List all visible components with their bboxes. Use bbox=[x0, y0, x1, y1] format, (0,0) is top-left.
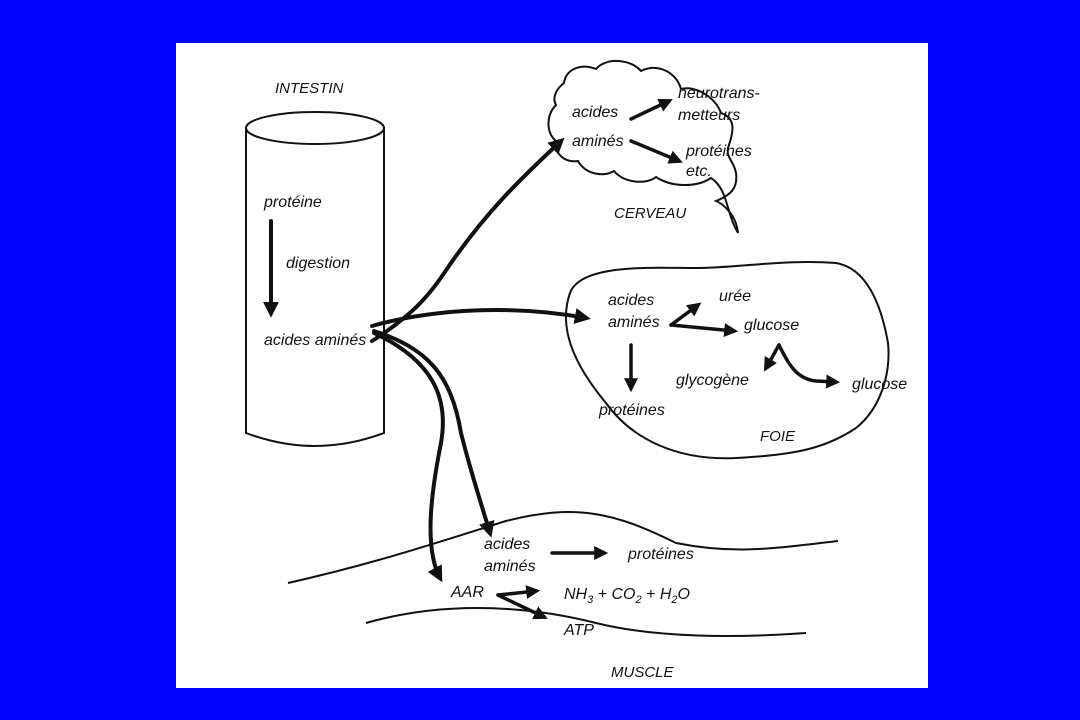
liver-glucose-out-label: glucose bbox=[852, 376, 907, 393]
liver-amino-acids-line1: acides bbox=[608, 292, 654, 309]
intestine-title: INTESTIN bbox=[275, 80, 344, 97]
liver-to-glucose-arrow bbox=[669, 323, 739, 338]
brain-neurotransmitters-line1: neurotrans- bbox=[678, 85, 760, 102]
intestine-to-muscle-amino-arrow bbox=[372, 329, 495, 538]
muscle-amino-acids-line1: acides bbox=[484, 536, 530, 553]
aar-to-products-arrow bbox=[496, 585, 541, 599]
brain-title: CERVEAU bbox=[614, 205, 686, 222]
brain-proteins-line2: etc. bbox=[686, 163, 712, 180]
muscle-amino-acids-line2: aminés bbox=[484, 558, 536, 575]
intestine-to-liver-arrow bbox=[370, 308, 591, 328]
brain-group: acides aminés neurotrans- metteurs proté… bbox=[547, 60, 760, 234]
brain-amino-acids-line2: aminés bbox=[572, 133, 624, 150]
liver-proteins-label: protéines bbox=[598, 402, 665, 419]
muscle-title: MUSCLE bbox=[611, 664, 675, 681]
muscle-lower-outline bbox=[365, 607, 807, 637]
brain-outline bbox=[547, 60, 739, 234]
glucose-export-arrow bbox=[777, 343, 841, 389]
aar-to-atp-arrow bbox=[496, 593, 548, 620]
brain-to-proteins-arrow bbox=[629, 139, 683, 164]
intestine-protein-label: protéine bbox=[263, 194, 322, 211]
liver-glycogen-label: glycogène bbox=[676, 372, 749, 389]
liver-to-urea-arrow bbox=[669, 302, 702, 327]
intestine-group: INTESTIN protéine digestion acides aminé… bbox=[245, 80, 385, 447]
muscle-proteins-label: protéines bbox=[627, 546, 694, 563]
intestine-to-muscle-aar-arrow bbox=[372, 331, 445, 583]
intestine-cylinder-top bbox=[245, 111, 385, 145]
brain-amino-acids-line1: acides bbox=[572, 104, 618, 121]
brain-to-neurotransmitters-arrow bbox=[629, 98, 673, 121]
brain-proteins-line1: protéines bbox=[685, 143, 752, 160]
liver-outline bbox=[565, 260, 890, 460]
muscle-atp-label: ATP bbox=[563, 622, 594, 639]
muscle-products-formula: NH3 + CO2 + H2O bbox=[564, 586, 690, 606]
muscle-group: acides aminés protéines AAR NH3 + CO2 + … bbox=[287, 511, 839, 681]
liver-urea-label: urée bbox=[719, 288, 751, 305]
intestine-to-brain-arrow bbox=[370, 137, 565, 343]
distribution-arrows bbox=[370, 137, 591, 583]
amino-acid-metabolism-diagram: INTESTIN protéine digestion acides aminé… bbox=[245, 60, 907, 681]
glucose-to-glycogen-arrow bbox=[763, 343, 781, 372]
liver-amino-acids-line2: aminés bbox=[608, 314, 660, 331]
brain-neurotransmitters-line2: metteurs bbox=[678, 107, 740, 124]
intestine-cylinder-body bbox=[245, 128, 385, 447]
intestine-amino-acids-label: acides aminés bbox=[264, 332, 366, 349]
digestion-label: digestion bbox=[286, 255, 350, 272]
muscle-aar-label: AAR bbox=[450, 584, 484, 601]
diagram-panel: INTESTIN protéine digestion acides aminé… bbox=[176, 43, 928, 688]
muscle-upper-outline bbox=[287, 511, 839, 584]
liver-title: FOIE bbox=[760, 428, 796, 445]
liver-group: acides aminés urée glucose protéines gly… bbox=[565, 260, 907, 460]
liver-glucose-label: glucose bbox=[744, 317, 799, 334]
